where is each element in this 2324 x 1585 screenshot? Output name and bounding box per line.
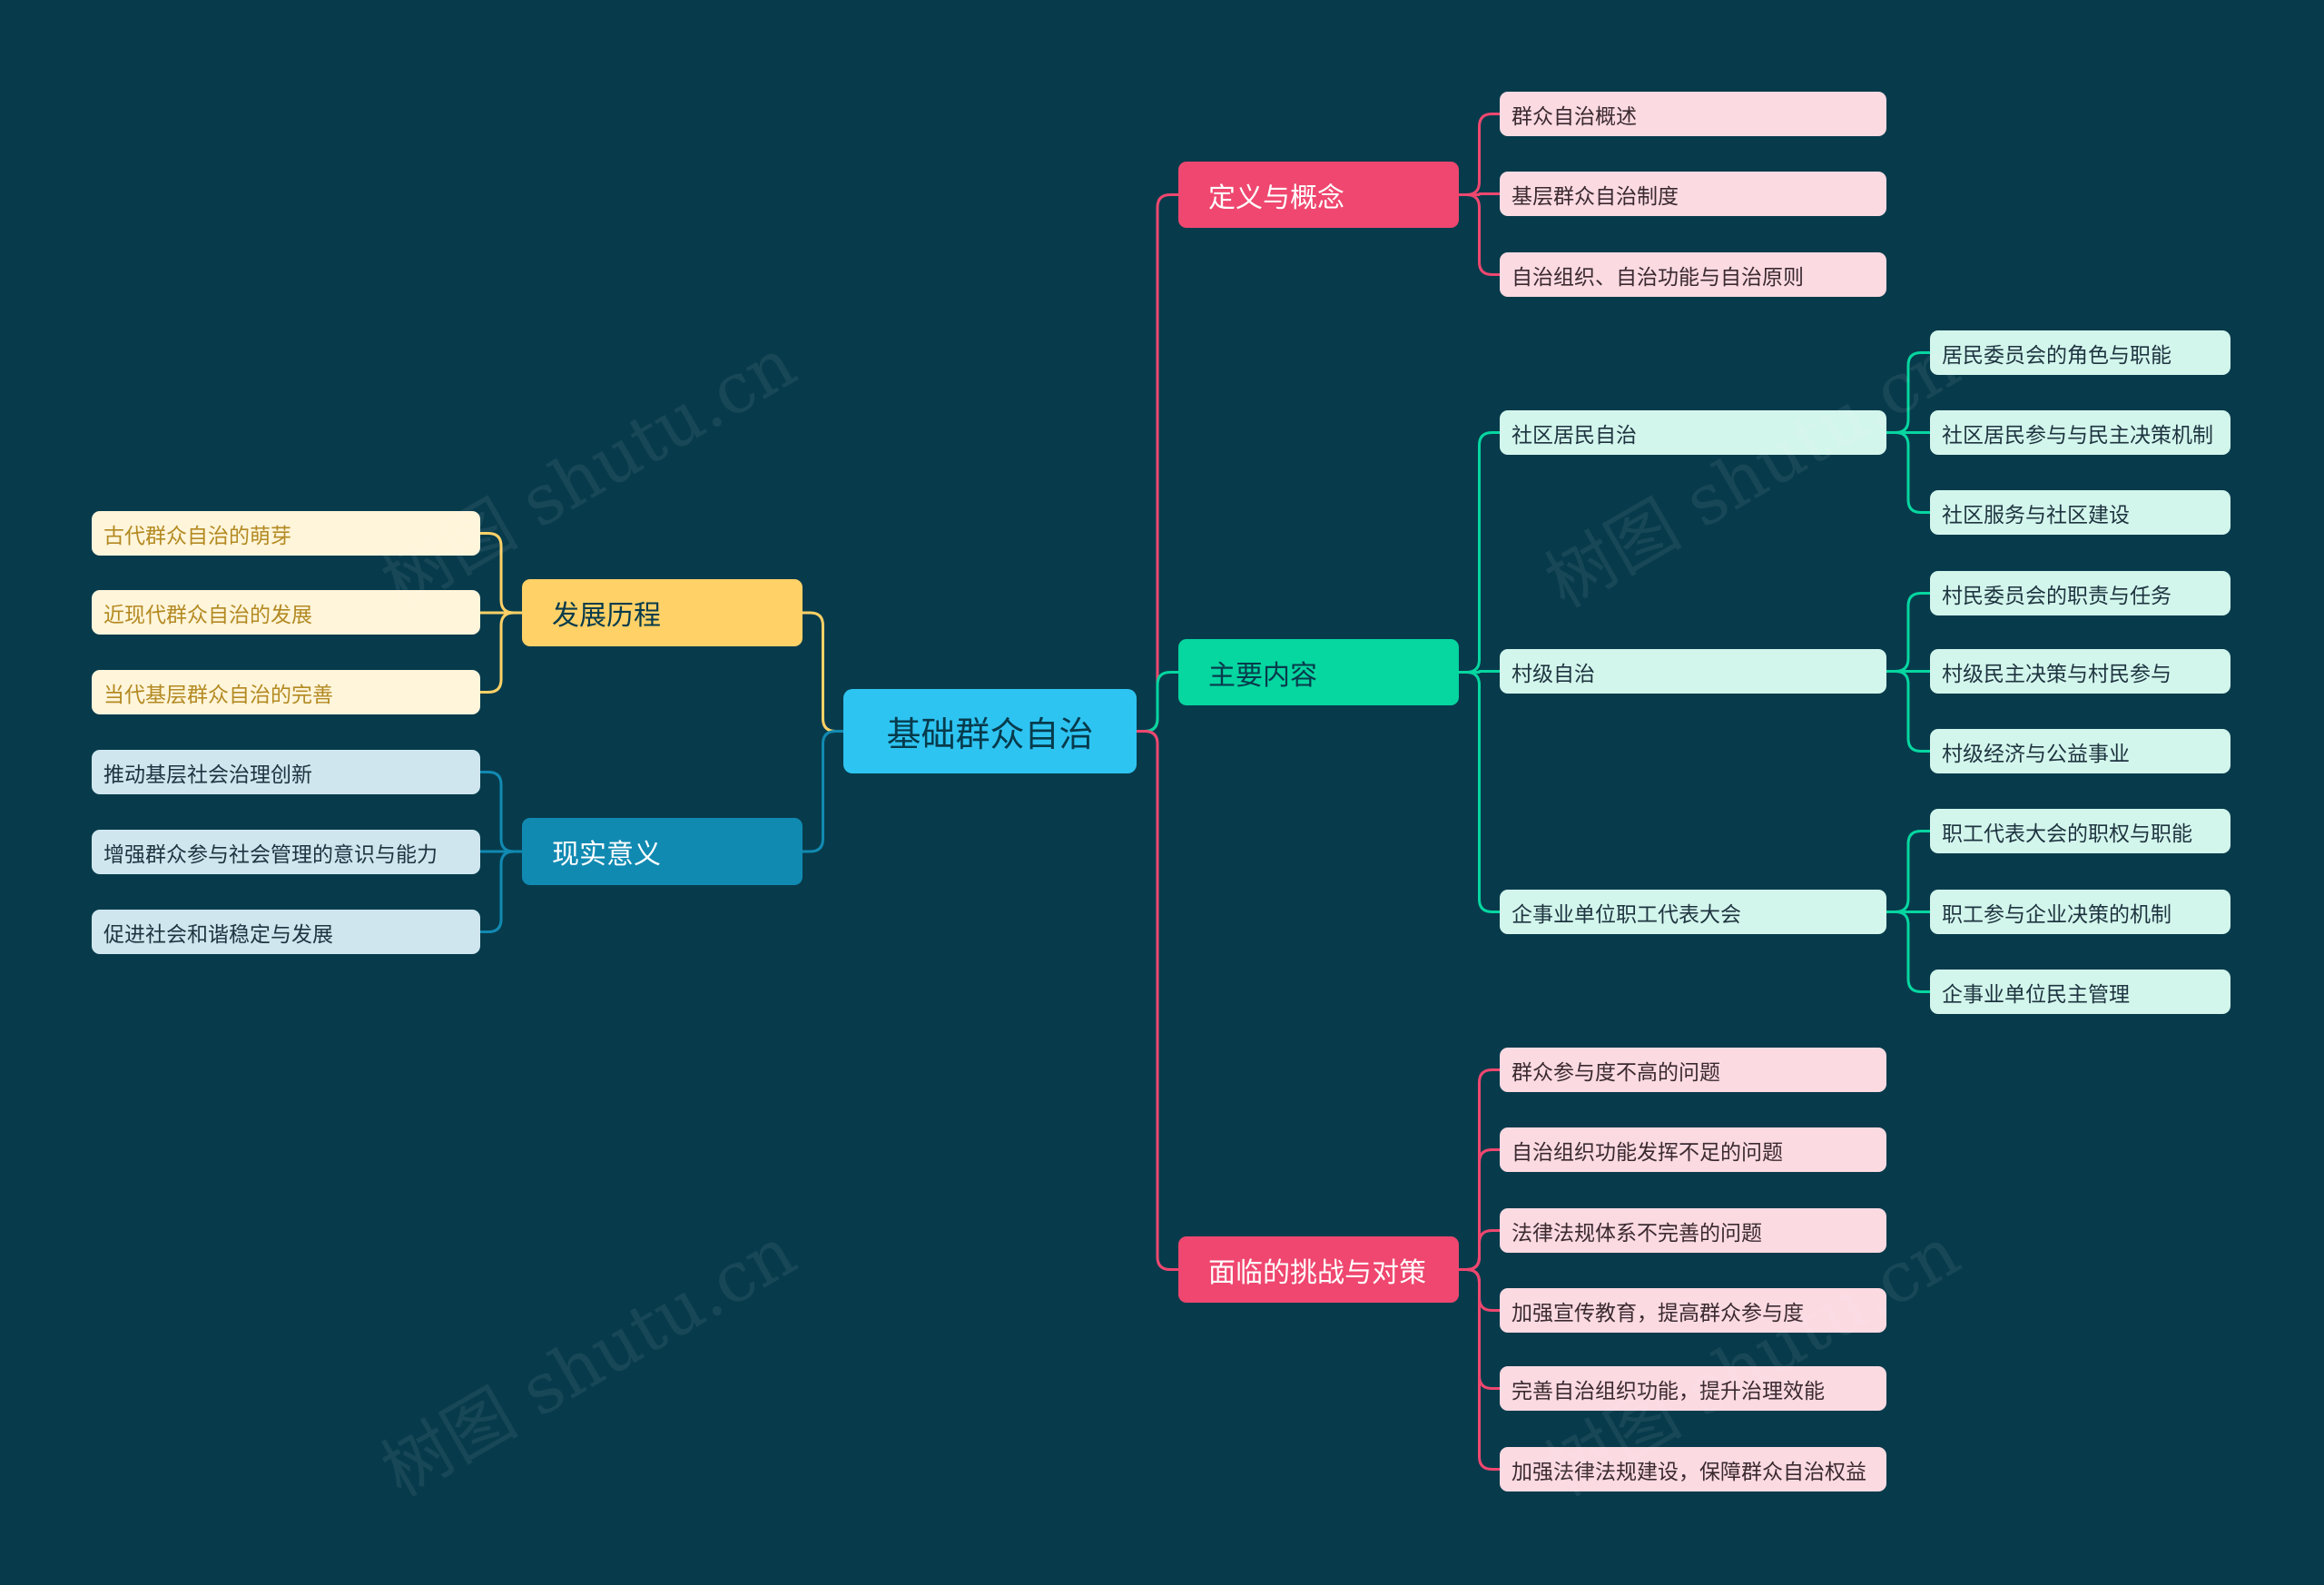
- branch-node-main-content: 主要内容: [1178, 639, 1459, 705]
- subtopic-node: 社区居民自治: [1500, 410, 1886, 455]
- connector-line: [1885, 670, 1932, 753]
- leaf-node: 促进社会和谐稳定与发展: [92, 910, 480, 954]
- branch-node-significance: 现实意义: [522, 818, 803, 885]
- leaf-node: 职工参与企业决策的机制: [1930, 890, 2230, 934]
- connector-line: [478, 850, 524, 933]
- branch-node-history: 发展历程: [522, 579, 803, 646]
- leaf-node: 当代基层群众自治的完善: [92, 670, 480, 714]
- connector-line: [1885, 431, 1932, 514]
- connector-line: [1457, 193, 1502, 276]
- connector-line: [1885, 351, 1932, 434]
- leaf-node: 企事业单位民主管理: [1930, 970, 2230, 1014]
- leaf-node: 自治组织功能发挥不足的问题: [1500, 1127, 1886, 1172]
- leaf-node: 居民委员会的角色与职能: [1930, 330, 2230, 375]
- branch-node-challenges: 面临的挑战与对策: [1178, 1236, 1459, 1303]
- leaf-node: 村级民主决策与村民参与: [1930, 649, 2230, 694]
- connector-line: [1457, 113, 1502, 196]
- leaf-node: 自治组织、自治功能与自治原则: [1500, 252, 1886, 297]
- connector-line: [1457, 431, 1502, 674]
- connector-line: [1457, 1268, 1502, 1471]
- subtopic-node: 企事业单位职工代表大会: [1500, 890, 1886, 934]
- leaf-node: 加强法律法规建设，保障群众自治权益: [1500, 1447, 1886, 1491]
- leaf-node: 群众自治概述: [1500, 92, 1886, 136]
- leaf-node: 村级经济与公益事业: [1930, 729, 2230, 773]
- connector-line: [1457, 670, 1502, 674]
- leaf-node: 社区居民参与与民主决策机制: [1930, 410, 2230, 455]
- connector-line: [478, 771, 524, 853]
- connector-line: [1135, 671, 1180, 733]
- connector-line: [1885, 911, 1932, 993]
- leaf-node: 近现代群众自治的发展: [92, 590, 480, 635]
- connector-line: [801, 611, 845, 733]
- leaf-node: 古代群众自治的萌芽: [92, 511, 480, 556]
- leaf-node: 社区服务与社区建设: [1930, 490, 2230, 535]
- connector-line: [478, 611, 524, 694]
- leaf-node: 村民委员会的职责与任务: [1930, 571, 2230, 615]
- connector-line: [1457, 671, 1502, 913]
- connector-line: [1135, 730, 1180, 1271]
- leaf-node: 加强宣传教育，提高群众参与度: [1500, 1288, 1886, 1333]
- leaf-node: 增强群众参与社会管理的意识与能力: [92, 830, 480, 874]
- leaf-node: 基层群众自治制度: [1500, 172, 1886, 216]
- connector-line: [1885, 592, 1932, 673]
- connector-line: [478, 532, 524, 615]
- leaf-node: 职工代表大会的职权与职能: [1930, 809, 2230, 853]
- connector-line: [1457, 192, 1502, 196]
- branch-node-definition: 定义与概念: [1178, 162, 1459, 228]
- connector-line: [1885, 830, 1932, 913]
- connector-line: [801, 730, 845, 853]
- node-center: 基础群众自治: [843, 689, 1137, 773]
- leaf-node: 群众参与度不高的问题: [1500, 1048, 1886, 1092]
- subtopic-node: 村级自治: [1500, 649, 1886, 694]
- leaf-node: 推动基层社会治理创新: [92, 750, 480, 794]
- leaf-node: 法律法规体系不完善的问题: [1500, 1208, 1886, 1253]
- connector-line: [1135, 193, 1180, 733]
- connector-line: [1457, 1229, 1502, 1271]
- leaf-node: 完善自治组织功能，提升治理效能: [1500, 1366, 1886, 1411]
